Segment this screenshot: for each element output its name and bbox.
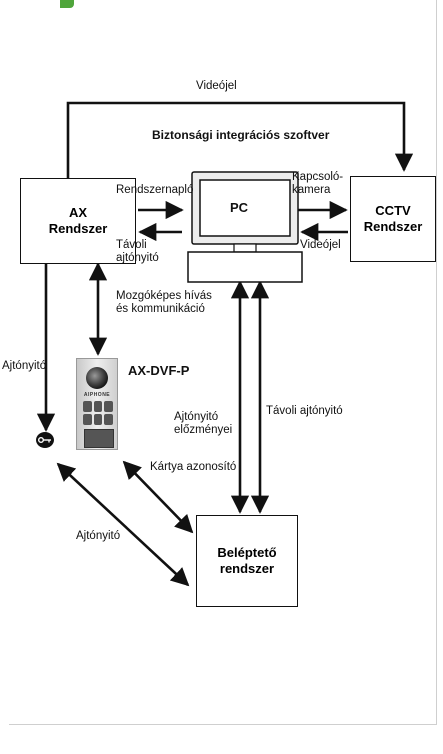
door-open-bottom-arrow (58, 464, 188, 585)
camera-lens-icon (86, 367, 108, 389)
door-opener-left-label: Ajtónyitó (2, 360, 46, 373)
pc-label: PC (230, 201, 248, 216)
video-signal-top-label: Videójel (196, 80, 237, 93)
remote-door-opener-right-label: Távoli ajtónyitó (266, 405, 343, 418)
video-signal-right-label: Videójel (300, 239, 341, 252)
door-opener-history-label: Ajtónyitó előzményei (174, 411, 232, 437)
keypad-icon (83, 401, 113, 425)
door-station-device: AIPHONE (76, 358, 118, 450)
door-opener-bottom-label: Ajtónyitó (76, 530, 120, 543)
key-icon (36, 432, 54, 448)
cctv-system-box: CCTV Rendszer (350, 176, 436, 262)
card-id-label: Kártya azonosító (150, 461, 236, 474)
card-reader-icon (84, 429, 114, 448)
video-call-communication-label: Mozgóképes hívás és kommunikáció (116, 290, 212, 316)
remote-door-opener-left-label: Távoli ajtónyitó (116, 239, 159, 265)
device-name-label: AX-DVF-P (128, 364, 189, 379)
device-brand: AIPHONE (77, 392, 117, 398)
system-log-label: Rendszernapló (116, 184, 193, 197)
switch-camera-label: Kapcsoló- kamera (292, 171, 343, 197)
access-control-box: Beléptető rendszer (196, 515, 298, 607)
software-title: Biztonsági integrációs szoftver (152, 129, 329, 143)
pc-monitor (188, 172, 302, 282)
